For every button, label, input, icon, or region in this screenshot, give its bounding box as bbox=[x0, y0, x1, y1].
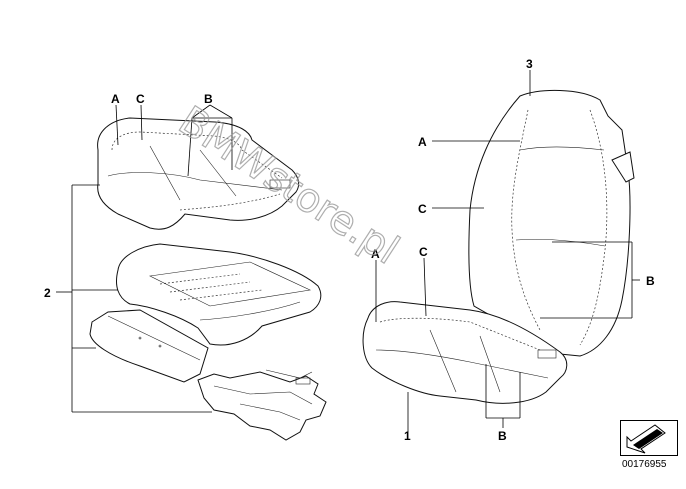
backrest-cover bbox=[468, 89, 635, 357]
heater-mat bbox=[197, 369, 327, 441]
callout-a-left: A bbox=[111, 92, 120, 106]
callout-a-seat: A bbox=[371, 247, 380, 261]
seat-cushion-cover bbox=[97, 117, 300, 230]
reference-number: 00176955 bbox=[622, 459, 667, 470]
callout-b-backrest: B bbox=[646, 274, 655, 288]
seat-pad bbox=[89, 309, 209, 383]
callout-2: 2 bbox=[44, 286, 51, 300]
leader-lines-left bbox=[56, 104, 233, 413]
callout-c-backrest: C bbox=[418, 202, 427, 216]
callout-3: 3 bbox=[526, 57, 533, 71]
seat-cushion-foam bbox=[116, 243, 322, 346]
assembled-seat-cushion bbox=[362, 301, 568, 404]
reference-arrow-box bbox=[620, 420, 678, 456]
leader-lines-right bbox=[375, 70, 640, 432]
callout-c-seat: C bbox=[419, 245, 428, 259]
callout-b-seat: B bbox=[498, 429, 507, 443]
callout-1: 1 bbox=[404, 429, 411, 443]
callout-a-backrest: A bbox=[418, 135, 427, 149]
arrow-icon bbox=[626, 424, 666, 454]
callout-c-left: C bbox=[136, 92, 145, 106]
callout-b-left: B bbox=[204, 92, 213, 106]
